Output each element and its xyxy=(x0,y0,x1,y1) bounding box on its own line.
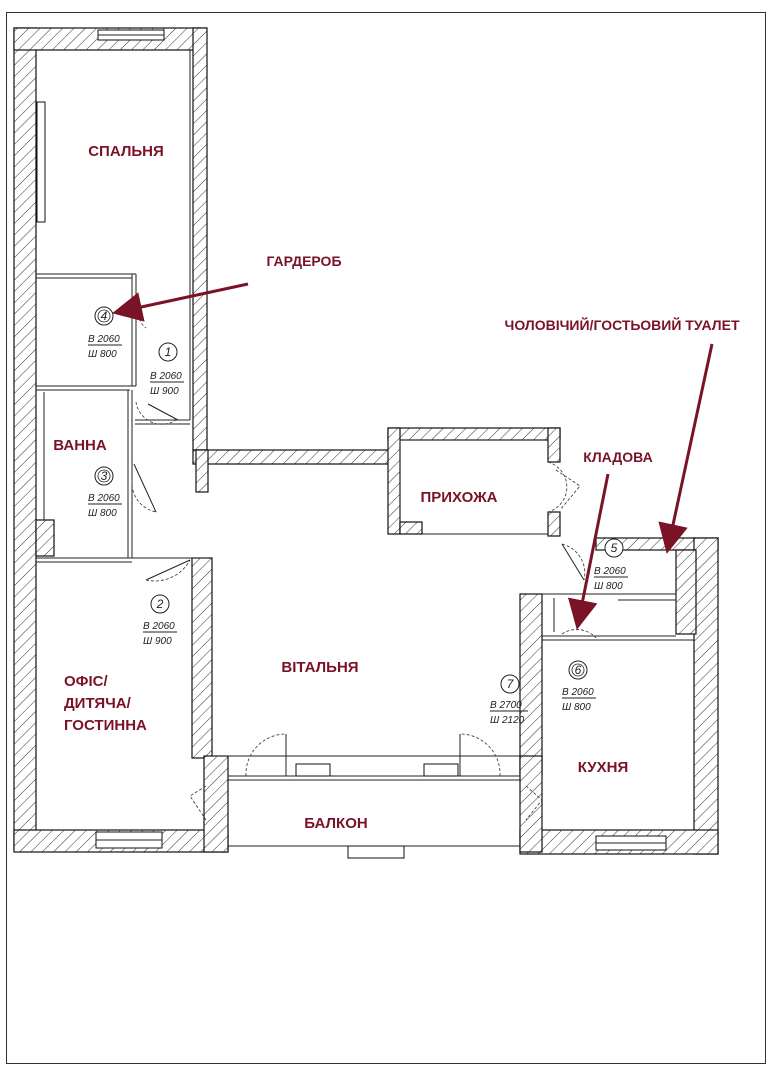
arrow-storage xyxy=(567,473,610,630)
drawing-frame xyxy=(6,12,766,1064)
svg-text:Ш 900: Ш 900 xyxy=(150,386,179,397)
door-tag-7: 7 В 2700 Ш 2120 xyxy=(490,674,528,726)
door-tag-3: 3 В 2060 Ш 800 xyxy=(88,466,122,519)
windows xyxy=(36,29,667,859)
room-label-bedroom: СПАЛЬНЯ xyxy=(88,143,164,160)
door-tag-4: 4 В 2060 Ш 800 xyxy=(88,306,122,360)
door-tag-2: 2 В 2060 Ш 900 xyxy=(143,594,177,647)
room-label-living: ВІТАЛЬНЯ xyxy=(281,659,358,676)
svg-text:5: 5 xyxy=(611,541,618,555)
arrow-toilet xyxy=(658,343,714,554)
room-label-hall: ПРИХОЖА xyxy=(420,489,497,506)
annotation-storage: КЛАДОВА xyxy=(583,449,652,465)
svg-text:Ш 800: Ш 800 xyxy=(88,508,117,519)
room-label-kitchen: КУХНЯ xyxy=(578,759,628,776)
annotation-wardrobe: ГАРДЕРОБ xyxy=(266,253,341,269)
svg-text:В 2060: В 2060 xyxy=(594,566,626,577)
svg-text:1: 1 xyxy=(165,345,172,359)
svg-text:2: 2 xyxy=(156,597,164,611)
svg-text:Ш 900: Ш 900 xyxy=(143,636,172,647)
svg-text:В 2060: В 2060 xyxy=(88,334,120,345)
svg-text:Ш 800: Ш 800 xyxy=(88,349,117,360)
svg-text:Ш 800: Ш 800 xyxy=(562,702,591,713)
annotation-toilet: ЧОЛОВІЧИЙ/ГОСТЬОВИЙ ТУАЛЕТ xyxy=(505,316,740,333)
svg-text:В 2060: В 2060 xyxy=(562,687,594,698)
svg-text:В 2700: В 2700 xyxy=(490,700,522,711)
svg-text:6: 6 xyxy=(575,663,582,677)
svg-text:Ш 2120: Ш 2120 xyxy=(490,715,525,726)
room-label-office-3: ГОСТИННА xyxy=(64,717,147,734)
room-label-office-1: ОФІС/ xyxy=(64,673,108,690)
door-tag-6: 6 В 2060 Ш 800 xyxy=(562,660,596,713)
svg-text:В 2060: В 2060 xyxy=(143,621,175,632)
svg-text:7: 7 xyxy=(507,677,515,691)
door-tag-1: 1 В 2060 Ш 900 xyxy=(150,342,184,397)
door-tag-5: 5 В 2060 Ш 800 xyxy=(594,538,628,592)
svg-text:3: 3 xyxy=(101,469,108,483)
svg-text:Ш 800: Ш 800 xyxy=(594,581,623,592)
svg-text:В 2060: В 2060 xyxy=(150,371,182,382)
room-label-bath: ВАННА xyxy=(53,437,107,454)
room-label-balcony: БАЛКОН xyxy=(304,815,367,832)
svg-text:В 2060: В 2060 xyxy=(88,493,120,504)
arrow-wardrobe xyxy=(112,282,249,322)
svg-text:4: 4 xyxy=(101,309,108,323)
annotation-arrows xyxy=(112,282,714,630)
room-label-office-2: ДИТЯЧА/ xyxy=(64,695,132,712)
